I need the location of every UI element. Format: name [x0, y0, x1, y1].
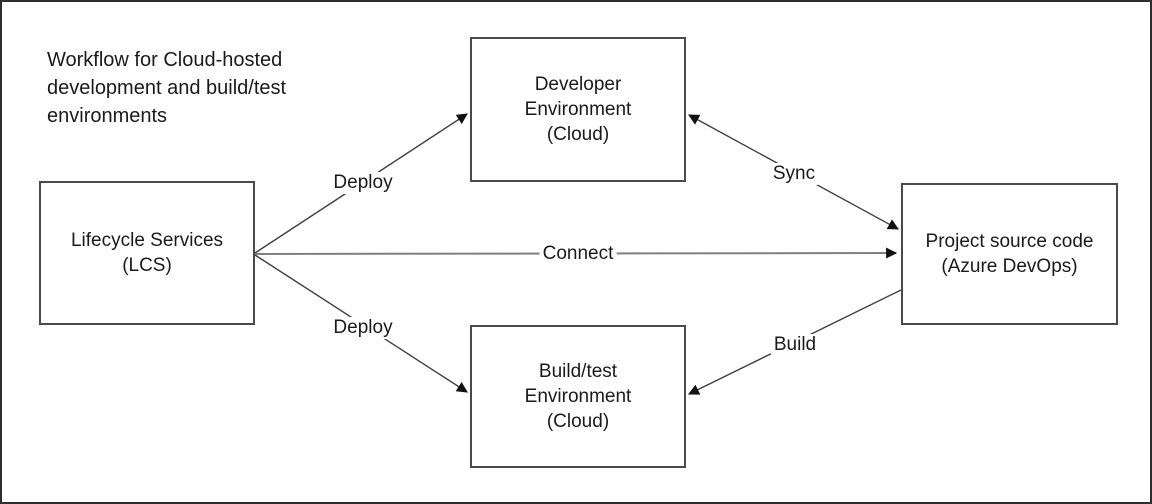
node-project-source-code: Project source code(Azure DevOps)	[901, 183, 1118, 325]
edge-label-connect: Connect	[539, 243, 617, 265]
edge-label-sync: Sync	[769, 163, 819, 185]
edge-label-build: Build	[770, 334, 820, 356]
edge-label-deploy-dev: Deploy	[330, 172, 396, 194]
edge-label-deploy-build: Deploy	[330, 317, 396, 339]
node-lifecycle-services: Lifecycle Services(LCS)	[39, 181, 255, 325]
